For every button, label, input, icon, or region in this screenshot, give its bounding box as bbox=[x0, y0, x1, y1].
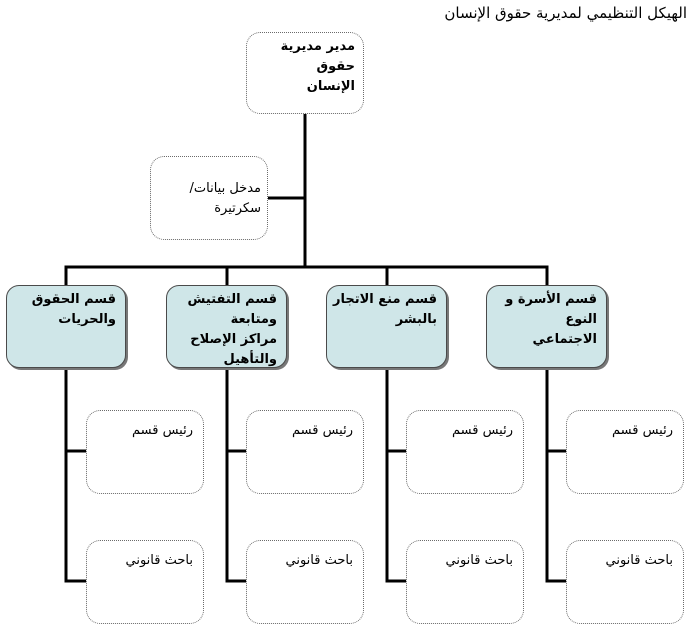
department-line-1: قسم الأسرة و النوع bbox=[505, 292, 597, 328]
head-of-section-label: رئيس قسم bbox=[292, 423, 353, 438]
department-line-1: قسم منع الاتجار bbox=[333, 292, 437, 307]
legal-researcher-node-4: باحث قانوني bbox=[566, 540, 684, 624]
data-entry-secretary-node: مدخل بيانات/سكرتيرة bbox=[150, 156, 268, 240]
chart-title: الهيكل التنظيمي لمديرية حقوق الإنسان bbox=[444, 4, 687, 22]
legal-researcher-label: باحث قانوني bbox=[125, 553, 193, 568]
head-of-section-label: رئيس قسم bbox=[132, 423, 193, 438]
department-node-inspection: قسم التفتيش ومتابعة مراكز الإصلاح والتأه… bbox=[166, 285, 287, 368]
head-of-section-node-3: رئيس قسم bbox=[406, 410, 524, 494]
legal-researcher-node-2: باحث قانوني bbox=[246, 540, 364, 624]
head-of-section-label: رئيس قسم bbox=[452, 423, 513, 438]
department-node-anti-trafficking: قسم منع الاتجار بالبشر bbox=[326, 285, 447, 368]
head-of-section-node-4: رئيس قسم bbox=[566, 410, 684, 494]
legal-researcher-node-3: باحث قانوني bbox=[406, 540, 524, 624]
legal-researcher-label: باحث قانوني bbox=[445, 553, 513, 568]
department-node-family-gender: قسم الأسرة و النوع الاجتماعي bbox=[486, 285, 607, 368]
head-of-section-node-1: رئيس قسم bbox=[86, 410, 204, 494]
department-line-1: قسم التفتيش ومتابعة bbox=[187, 292, 277, 328]
legal-researcher-label: باحث قانوني bbox=[605, 553, 673, 568]
department-line-1: قسم الحقوق bbox=[31, 292, 116, 307]
legal-researcher-node-1: باحث قانوني bbox=[86, 540, 204, 624]
department-node-rights-freedoms: قسم الحقوق والحريات bbox=[6, 285, 126, 368]
head-of-section-label: رئيس قسم bbox=[612, 423, 673, 438]
department-line-3: والتأهيل bbox=[223, 352, 277, 368]
head-of-section-node-2: رئيس قسم bbox=[246, 410, 364, 494]
department-line-2: والحريات bbox=[58, 312, 116, 328]
director-line-1: مدير مديرية حقوق bbox=[280, 39, 355, 75]
director-node: مدير مديرية حقوق الإنسان bbox=[246, 32, 364, 114]
department-line-2: بالبشر bbox=[395, 312, 437, 328]
data-entry-secretary-label: مدخل بيانات/سكرتيرة bbox=[189, 181, 262, 217]
director-line-2: الإنسان bbox=[306, 79, 355, 95]
department-line-2: مراكز الإصلاح bbox=[190, 332, 277, 348]
legal-researcher-label: باحث قانوني bbox=[285, 553, 353, 568]
department-line-2: الاجتماعي bbox=[532, 332, 597, 348]
